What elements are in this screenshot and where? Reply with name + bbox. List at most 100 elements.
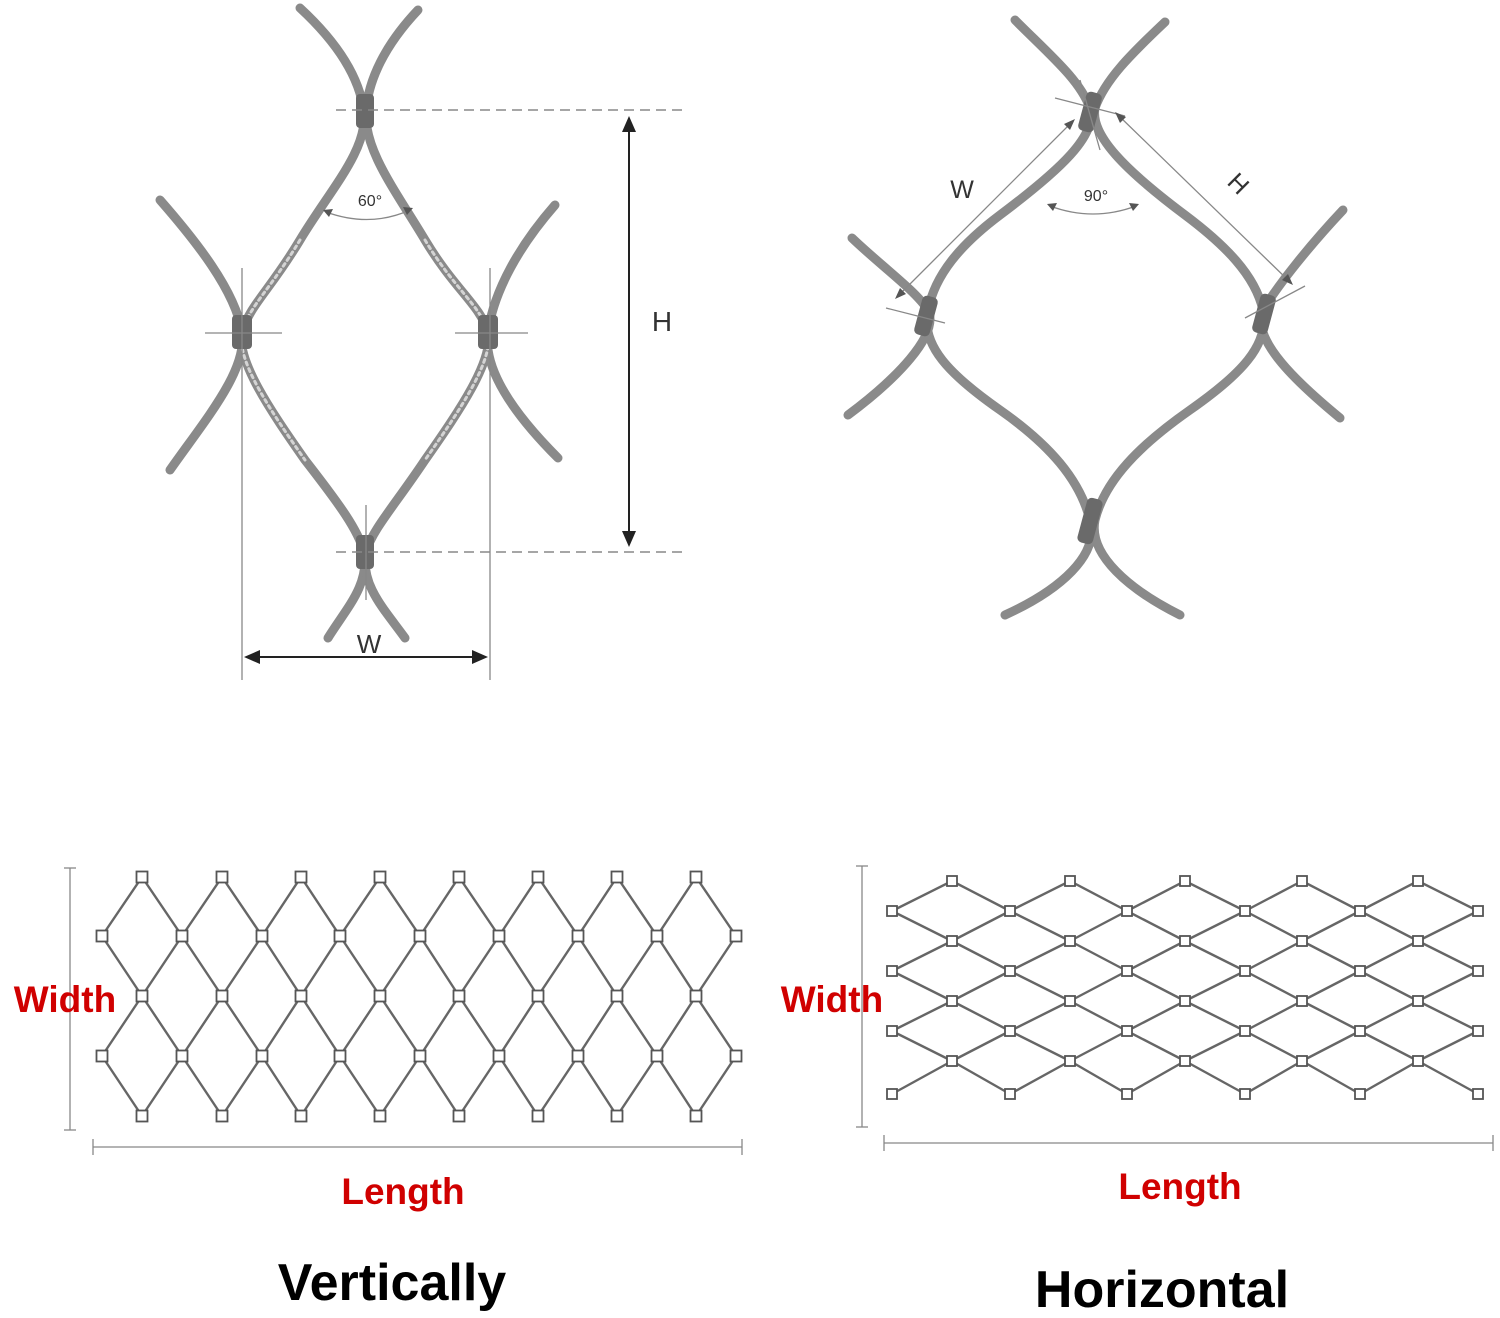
height-dimension-line bbox=[1115, 112, 1293, 285]
mesh-node bbox=[1472, 905, 1484, 917]
mesh-wire bbox=[951, 909, 1011, 943]
mesh-node bbox=[373, 1109, 387, 1123]
left-twist-joint bbox=[914, 295, 938, 337]
mesh-node bbox=[531, 870, 545, 884]
mesh-wire bbox=[1359, 999, 1419, 1033]
mesh-wire bbox=[141, 995, 183, 1057]
width-label: Width bbox=[14, 979, 116, 1020]
mesh-wire bbox=[1244, 879, 1303, 913]
mesh-wire bbox=[458, 876, 500, 937]
mesh-wire bbox=[1359, 879, 1419, 913]
mesh-node bbox=[1472, 1025, 1484, 1037]
mesh-wire bbox=[655, 935, 698, 997]
mesh-wire bbox=[1301, 879, 1361, 913]
mesh-node bbox=[333, 1049, 347, 1063]
mesh-wires bbox=[101, 876, 737, 1117]
mesh-wire bbox=[1009, 939, 1071, 973]
mesh-wire bbox=[497, 1055, 540, 1117]
mesh-wire bbox=[260, 935, 303, 997]
mesh-wire bbox=[299, 935, 342, 997]
mesh-wire bbox=[497, 995, 540, 1057]
width-label: W bbox=[357, 629, 382, 659]
mesh-node bbox=[452, 989, 466, 1003]
mesh-wire bbox=[537, 876, 579, 937]
mesh-node bbox=[255, 1049, 269, 1063]
mesh-node bbox=[1064, 995, 1076, 1007]
mesh-wire bbox=[1244, 999, 1303, 1033]
mesh-node bbox=[1296, 995, 1308, 1007]
mesh-node bbox=[215, 989, 229, 1003]
mesh-wire bbox=[458, 935, 500, 997]
mesh-wire bbox=[379, 935, 421, 997]
mesh-node bbox=[1354, 905, 1366, 917]
mesh-node bbox=[650, 929, 664, 943]
mesh-wire bbox=[1244, 939, 1303, 973]
mesh-node bbox=[1004, 1025, 1016, 1037]
mesh-node bbox=[1472, 965, 1484, 977]
mesh-wire bbox=[1126, 939, 1186, 973]
mesh-wire bbox=[1359, 1059, 1419, 1096]
mesh-node bbox=[1121, 1025, 1133, 1037]
angle-label: 60° bbox=[358, 193, 382, 210]
mesh-wire bbox=[458, 995, 500, 1057]
rope-mesh-diamond-horizontal-icon bbox=[843, 15, 1348, 620]
mesh-nodes bbox=[95, 870, 743, 1123]
mesh-node bbox=[886, 905, 898, 917]
height-label: H bbox=[1222, 168, 1255, 201]
mesh-wire bbox=[221, 995, 263, 1057]
length-label: Length bbox=[1118, 1166, 1241, 1207]
mesh-wire bbox=[1184, 1029, 1246, 1063]
mesh-wire bbox=[537, 935, 579, 997]
mesh-wire bbox=[1126, 909, 1186, 943]
mesh-wire bbox=[101, 995, 143, 1057]
mesh-node bbox=[373, 989, 387, 1003]
mesh-node bbox=[452, 1109, 466, 1123]
mesh-wire bbox=[299, 995, 342, 1057]
mesh-node bbox=[1354, 1025, 1366, 1037]
mesh-wire bbox=[141, 1055, 183, 1117]
mesh-wire bbox=[1184, 969, 1246, 1003]
mesh-node bbox=[1296, 1055, 1308, 1067]
mesh-wire bbox=[497, 876, 540, 937]
mesh-wire bbox=[418, 876, 461, 937]
mesh-node bbox=[1239, 1088, 1251, 1100]
mesh-node bbox=[1179, 1055, 1191, 1067]
mesh-node bbox=[689, 989, 703, 1003]
mesh-wire bbox=[221, 876, 263, 937]
mesh-wire bbox=[1069, 909, 1128, 943]
mesh-node bbox=[255, 929, 269, 943]
mesh-node bbox=[1412, 875, 1424, 887]
mesh-wire bbox=[655, 876, 698, 937]
mesh-wire bbox=[616, 876, 658, 937]
mesh-node bbox=[729, 929, 743, 943]
mesh-wire bbox=[221, 935, 263, 997]
mesh-wire bbox=[1359, 1029, 1419, 1063]
mesh-wire bbox=[951, 969, 1011, 1003]
mesh-node bbox=[1354, 1088, 1366, 1100]
mesh-wire bbox=[695, 995, 737, 1057]
mesh-wire bbox=[379, 1055, 421, 1117]
mesh-node bbox=[294, 989, 308, 1003]
mesh-node bbox=[1004, 965, 1016, 977]
mesh-node bbox=[1004, 1088, 1016, 1100]
vertically-caption: Vertically bbox=[278, 1254, 506, 1312]
mesh-wire bbox=[576, 876, 619, 937]
mesh-node bbox=[1412, 935, 1424, 947]
mesh-wire bbox=[951, 999, 1011, 1033]
mesh-wire bbox=[260, 876, 303, 937]
mesh-wire bbox=[891, 999, 953, 1033]
mesh-wire bbox=[1126, 969, 1186, 1003]
mesh-wire bbox=[576, 935, 619, 997]
mesh-wire bbox=[1417, 909, 1479, 943]
mesh-wire bbox=[339, 1055, 381, 1117]
mesh-wire bbox=[458, 1055, 500, 1117]
mesh-wire bbox=[101, 876, 143, 937]
mesh-node bbox=[531, 989, 545, 1003]
mesh-wire bbox=[497, 935, 540, 997]
mesh-node bbox=[1121, 1088, 1133, 1100]
mesh-node bbox=[946, 875, 958, 887]
mesh-node bbox=[729, 1049, 743, 1063]
mesh-wire bbox=[891, 1059, 953, 1096]
mesh-node bbox=[135, 870, 149, 884]
